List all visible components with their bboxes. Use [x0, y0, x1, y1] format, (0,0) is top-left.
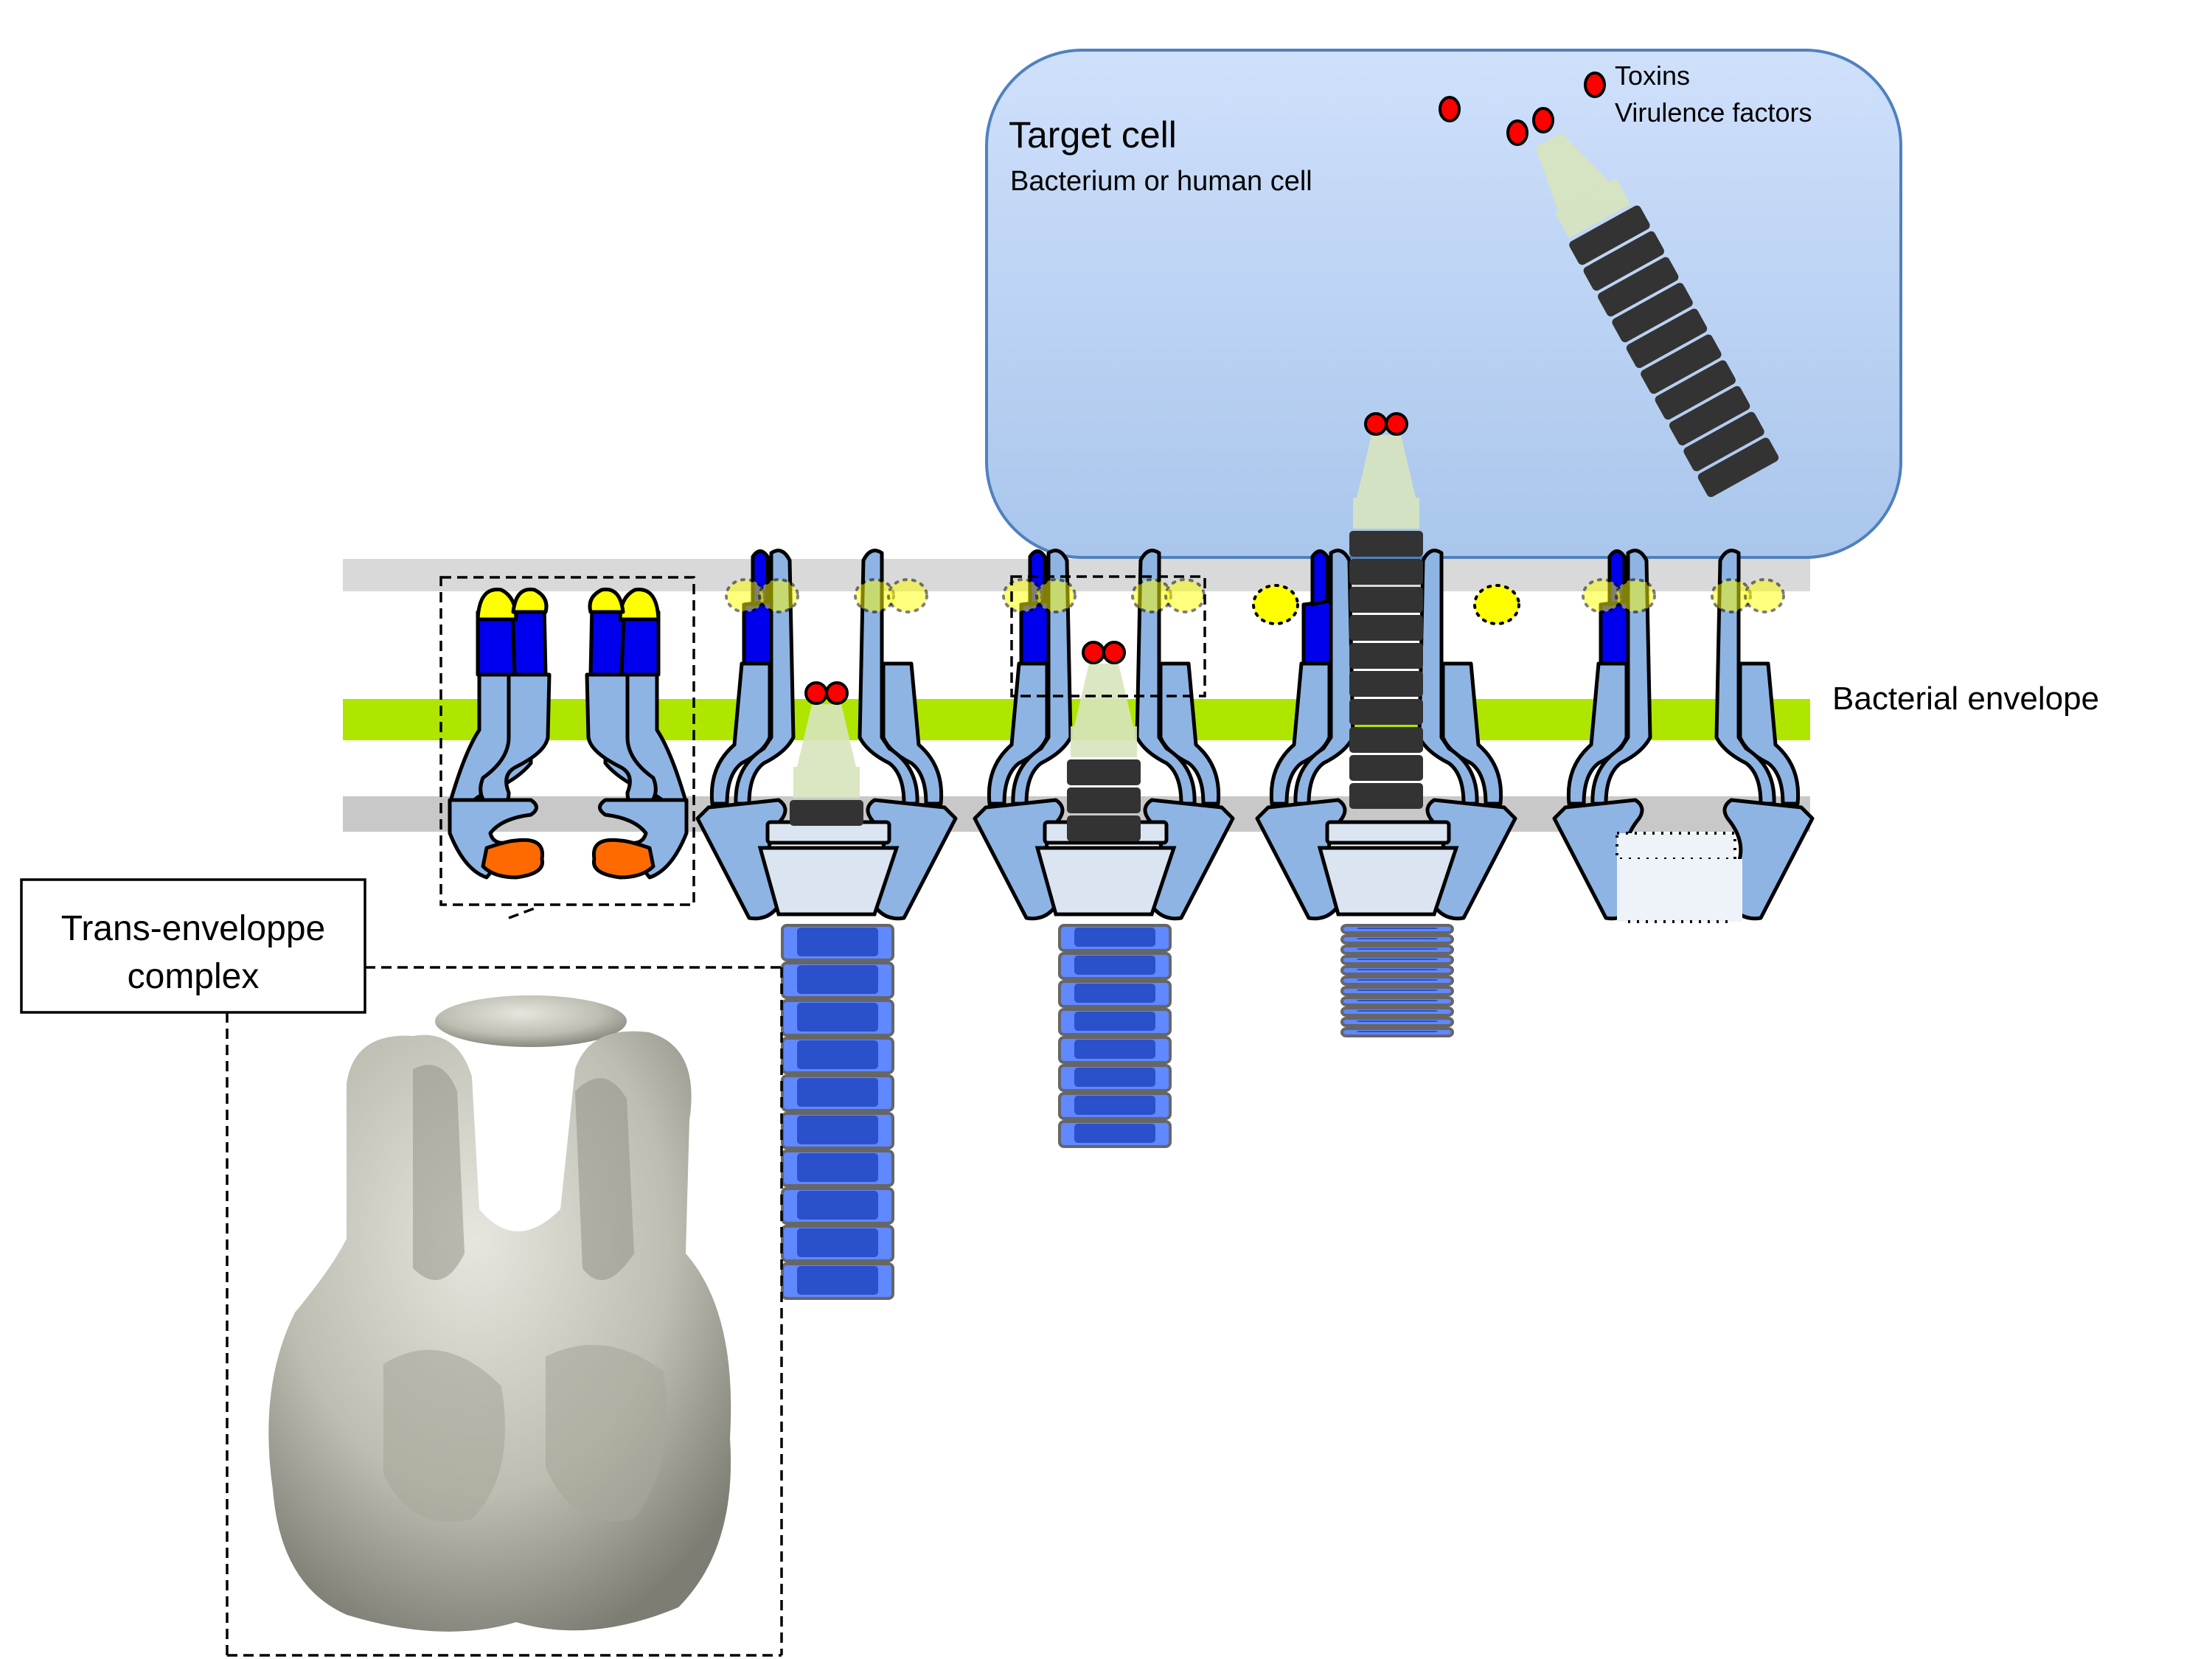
toxin: [1532, 107, 1554, 133]
stage-1-membrane-complex: [439, 576, 695, 906]
toxin: [804, 681, 828, 705]
cap-halo: [1744, 578, 1785, 613]
ejected-spike-base: [1554, 178, 1631, 239]
toxin: [1385, 412, 1408, 436]
tube-segment: [1669, 386, 1750, 446]
empty-baseplate: [1617, 859, 1742, 922]
baseplate: [1317, 846, 1459, 917]
stage-5-empty-complex-after-firing: [1552, 549, 1815, 923]
trans-envelope-line1: Trans-enveloppe: [61, 909, 325, 948]
left-arm: [695, 549, 796, 921]
tube-segment: [1641, 334, 1722, 394]
left-arm: [973, 549, 1073, 921]
cap-halo: [1615, 578, 1656, 613]
tube-segment: [1349, 587, 1423, 613]
tube-segment: [1697, 437, 1779, 498]
spike-base: [1071, 726, 1137, 757]
cap-halo: [1164, 578, 1206, 613]
em-density-map: [268, 995, 731, 1632]
tube-segment: [1349, 783, 1423, 809]
baseplate-top: [1325, 820, 1451, 845]
tube-segment: [1349, 559, 1423, 585]
tube-segment: [1598, 257, 1679, 317]
left-arm: [1255, 549, 1355, 921]
cytoplasmic-domain: [591, 838, 655, 880]
tube-segment: [1569, 205, 1650, 265]
tube-segment: [790, 800, 863, 826]
target-cell-subtitle: Bacterium or human cell: [1010, 166, 1312, 197]
stage-3-partially-extended-sheath: [973, 549, 1235, 1148]
tube-segment: [1612, 282, 1693, 343]
tube-segment: [1626, 308, 1708, 369]
spike-base: [1353, 498, 1419, 529]
tube-segment: [1349, 615, 1423, 641]
legend-virulence: Virulence factors: [1615, 97, 1812, 128]
left-dimer: [448, 587, 552, 880]
zoom-box-stage-3: [1010, 575, 1206, 698]
tube-segment: [1067, 759, 1141, 785]
trans-envelope-line2: complex: [128, 957, 260, 996]
baseplate: [757, 846, 900, 917]
tube-segment: [1349, 643, 1423, 669]
legend: Toxins Virulence factors: [1584, 60, 1812, 128]
tube-segment: [1349, 671, 1423, 697]
tube-segment: [1349, 755, 1423, 781]
free-toxin: [1439, 96, 1461, 122]
membrane-contact: [1253, 559, 1593, 568]
right-dimer: [585, 587, 689, 880]
stage-2-extended-sheath: [695, 549, 958, 1300]
bacterial-envelope-label: Bacterial envelope: [1832, 681, 2099, 717]
ejected-spike-tip: [1535, 133, 1610, 211]
tube-segment: [1655, 360, 1736, 420]
baseplate: [1034, 846, 1177, 917]
toxin: [1506, 119, 1528, 146]
spike-tip: [797, 704, 856, 767]
target-cell-title: Target cell: [1009, 114, 1177, 156]
right-arm: [1714, 549, 1815, 921]
stage-4-contracted-sheath-firing: [1252, 412, 1520, 1037]
tube-segment: [1067, 787, 1141, 813]
cap-halo: [758, 578, 799, 613]
spike-base: [793, 767, 860, 798]
zoom-box: [439, 576, 695, 906]
tube-segment: [1349, 531, 1423, 557]
tube-segment: [1349, 699, 1423, 725]
dark-subunit: [1301, 599, 1333, 666]
cap-halo: [887, 578, 928, 613]
legend-toxins: Toxins: [1615, 60, 1690, 91]
ejected-tube: [1535, 133, 1779, 498]
toxin-legend-icon: [1584, 72, 1606, 98]
tube-segment: [1683, 411, 1764, 472]
trans-envelope-label: Trans-enveloppe complex: [20, 878, 783, 1657]
toxin: [1364, 412, 1388, 436]
spike-tip: [1357, 435, 1416, 498]
toxin: [825, 681, 849, 705]
empty-baseplate: [1615, 832, 1736, 860]
tube-segment: [1583, 231, 1664, 291]
toxin: [1082, 641, 1105, 664]
tube-segment: [1067, 815, 1141, 841]
cytoplasmic-domain: [481, 838, 545, 880]
cap-halo: [1035, 578, 1077, 613]
tube-segment: [1349, 727, 1423, 753]
toxin: [1102, 641, 1126, 664]
